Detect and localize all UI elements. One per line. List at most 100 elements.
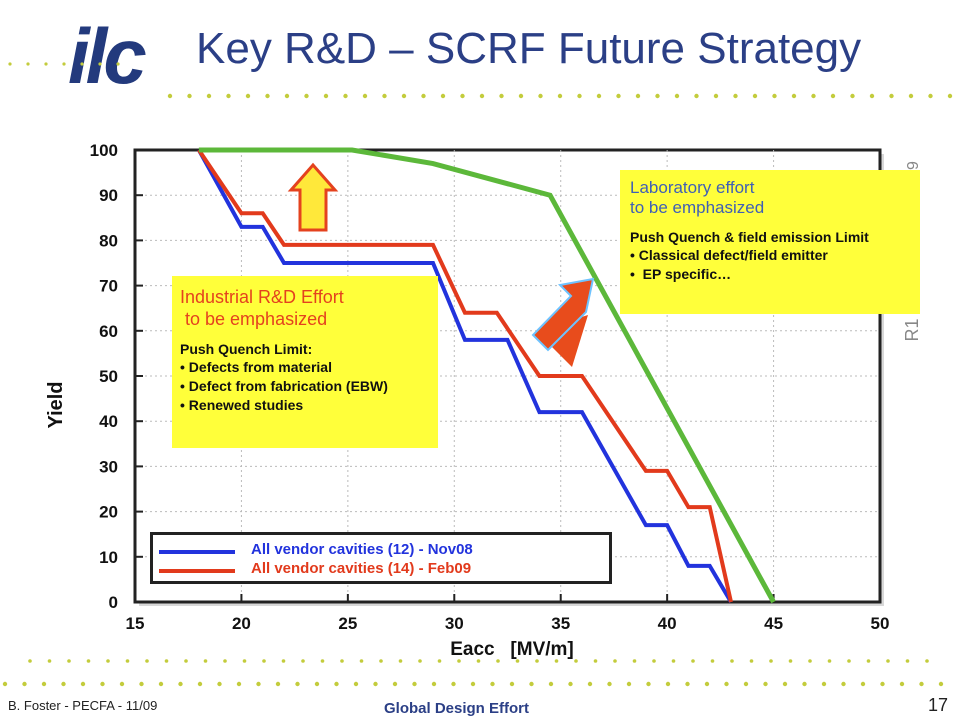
dot	[67, 659, 71, 663]
y-tick-label: 60	[99, 322, 118, 341]
y-tick-label: 30	[99, 457, 118, 476]
dot	[382, 93, 387, 99]
dot	[938, 681, 944, 687]
up-arrow-icon	[287, 162, 339, 232]
dot	[98, 62, 102, 66]
dot	[587, 681, 593, 687]
dot	[535, 659, 539, 663]
dot	[226, 93, 231, 99]
x-tick-label: 45	[764, 614, 783, 633]
chart-series	[197, 147, 776, 604]
dot	[62, 62, 66, 66]
y-tick-label: 70	[99, 277, 118, 296]
dot	[596, 93, 602, 99]
dot	[197, 681, 203, 687]
dot	[167, 93, 173, 99]
dot	[674, 93, 680, 99]
dot	[538, 93, 543, 99]
dot	[652, 659, 656, 663]
dot	[635, 93, 641, 99]
dot	[245, 93, 251, 99]
dot	[184, 659, 188, 663]
cutoff-text: R1	[902, 318, 922, 341]
dot	[262, 659, 266, 663]
dot	[284, 93, 290, 99]
ilc-logo: ilc	[68, 14, 148, 98]
dot	[164, 659, 169, 663]
lab-head-1: Laboratory effort	[630, 178, 755, 197]
series-line-feb09	[197, 148, 733, 603]
dot	[343, 93, 348, 99]
dot	[685, 681, 690, 687]
dot	[353, 681, 359, 687]
dot	[821, 681, 827, 687]
dot	[178, 681, 183, 687]
dot	[2, 681, 8, 687]
dot	[236, 681, 242, 687]
dot	[905, 659, 910, 663]
dot	[529, 681, 534, 687]
dot	[632, 659, 637, 663]
dot	[41, 681, 47, 687]
dot	[8, 62, 12, 66]
y-tick-label: 50	[99, 367, 118, 386]
dot	[314, 681, 320, 687]
dot	[850, 93, 855, 99]
dot	[217, 681, 222, 687]
dot	[802, 681, 807, 687]
dot	[116, 62, 120, 66]
dot	[616, 93, 621, 99]
dot	[613, 659, 617, 663]
dot	[791, 93, 797, 99]
x-tick-label: 30	[445, 614, 464, 633]
lab-bullet: • EP specific…	[630, 266, 732, 282]
footer-organization: Global Design Effort	[384, 700, 530, 717]
industrial-bullet: • Renewed studies	[180, 397, 304, 413]
legend-label: All vendor cavities (14) - Feb09	[251, 560, 472, 577]
dot	[421, 93, 426, 99]
lab-bullet: • Classical defect/field emitter	[630, 247, 828, 263]
dot	[577, 93, 582, 99]
dot	[928, 93, 933, 99]
dot	[763, 681, 768, 687]
y-tick-label: 90	[99, 186, 118, 205]
dot	[373, 681, 378, 687]
page-title: Key R&D – SCRF Future Strategy	[196, 24, 862, 73]
dot	[518, 93, 524, 99]
dot	[301, 659, 305, 663]
y-tick-label: 40	[99, 412, 118, 431]
dot	[607, 681, 612, 687]
dot	[947, 93, 953, 99]
dot	[323, 93, 329, 99]
series-line-nov08	[197, 149, 733, 604]
dot	[886, 659, 890, 663]
dot	[808, 659, 812, 663]
lab-head-2: to be emphasized	[630, 198, 765, 217]
dot	[412, 681, 417, 687]
dot	[401, 93, 407, 99]
dot	[769, 659, 773, 663]
dot	[509, 681, 515, 687]
dot	[557, 93, 563, 99]
dot	[242, 659, 247, 663]
industrial-bullet: • Defects from material	[180, 359, 332, 375]
y-axis-label: Yield	[45, 381, 67, 428]
dot	[554, 659, 559, 663]
dot	[724, 681, 729, 687]
dot	[889, 93, 894, 99]
industrial-effort-box: Industrial R&D Effort to be emphasized P…	[172, 276, 438, 448]
industrial-bullet: • Defect from fabrication (EBW)	[180, 378, 388, 394]
emphasis-arrows	[287, 162, 595, 367]
dot	[733, 93, 738, 99]
dot	[499, 93, 504, 99]
dot	[61, 681, 66, 687]
dot	[457, 659, 461, 663]
dot	[470, 681, 476, 687]
dot	[265, 93, 270, 99]
x-tick-label: 40	[658, 614, 677, 633]
dot	[847, 659, 851, 663]
dot	[772, 93, 777, 99]
dot	[22, 681, 27, 687]
dot	[788, 659, 793, 663]
